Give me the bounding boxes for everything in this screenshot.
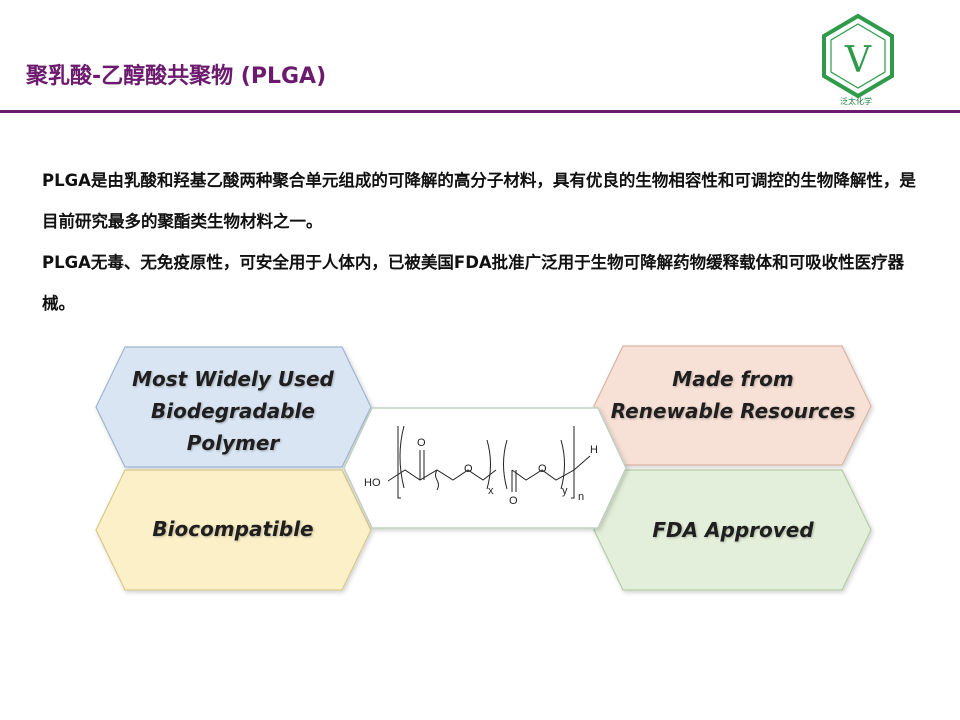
hexagon-widely-used	[95, 346, 372, 468]
bracket-left-2	[503, 439, 508, 490]
bracket-n-left	[397, 426, 401, 499]
logo-letter: V	[844, 40, 872, 81]
bracket-x	[486, 439, 491, 490]
description: PLGA是由乳酸和羟基乙酸两种聚合单元组成的可降解的高分子材料，具有优良的生物相…	[42, 160, 922, 324]
bracket-n-right	[571, 426, 575, 499]
subscript-n: n	[578, 491, 584, 503]
oxygen-ester-1: O	[464, 463, 473, 475]
methyl-wavy	[435, 469, 439, 491]
title-divider	[0, 110, 960, 113]
feature-label-fda-approved: FDA Approved	[652, 518, 814, 542]
logo-hexagon-inner	[830, 23, 886, 89]
oxygen-ester-2: O	[538, 463, 547, 475]
backbone	[387, 469, 497, 482]
end-group-left: HO	[364, 477, 381, 489]
oxygen-carbonyl-1: O	[417, 437, 426, 449]
bracket-y	[560, 439, 565, 490]
bracket-left-1	[399, 425, 405, 489]
backbone-2	[511, 455, 591, 481]
feature-label-biocompatible: Biocompatible	[152, 517, 314, 541]
plga-structure	[387, 425, 591, 499]
paragraph-composition: PLGA是由乳酸和羟基乙酸两种聚合单元组成的可降解的高分子材料，具有优良的生物相…	[42, 171, 916, 231]
hexagon-structure	[343, 407, 627, 529]
hexagon-biocompatible	[95, 469, 372, 591]
feature-label-widely-used: Most Widely Used Biodegradable Polymer	[132, 367, 334, 455]
carbonyl-2	[511, 470, 517, 492]
subscript-x: x	[488, 485, 494, 497]
end-group-right: H	[590, 444, 598, 456]
oxygen-carbonyl-2: O	[509, 495, 518, 507]
logo-caption: 泛太化学	[840, 97, 872, 106]
logo-hexagon-outer	[822, 13, 894, 99]
slide-title: 聚乳酸-乙醇酸共聚物 (PLGA)	[26, 64, 327, 89]
subscript-y: y	[562, 485, 568, 497]
hexagon-renewable	[593, 345, 872, 466]
feature-label-renewable: Made from Renewable Resources	[610, 367, 856, 423]
carbonyl-1	[419, 450, 425, 480]
hexagon-fda-approved	[593, 469, 872, 591]
company-logo: V	[822, 13, 894, 99]
paragraph-safety: PLGA无毒、无免疫原性，可安全用于人体内，已被美国FDA批准广泛用于生物可降解…	[42, 253, 905, 313]
